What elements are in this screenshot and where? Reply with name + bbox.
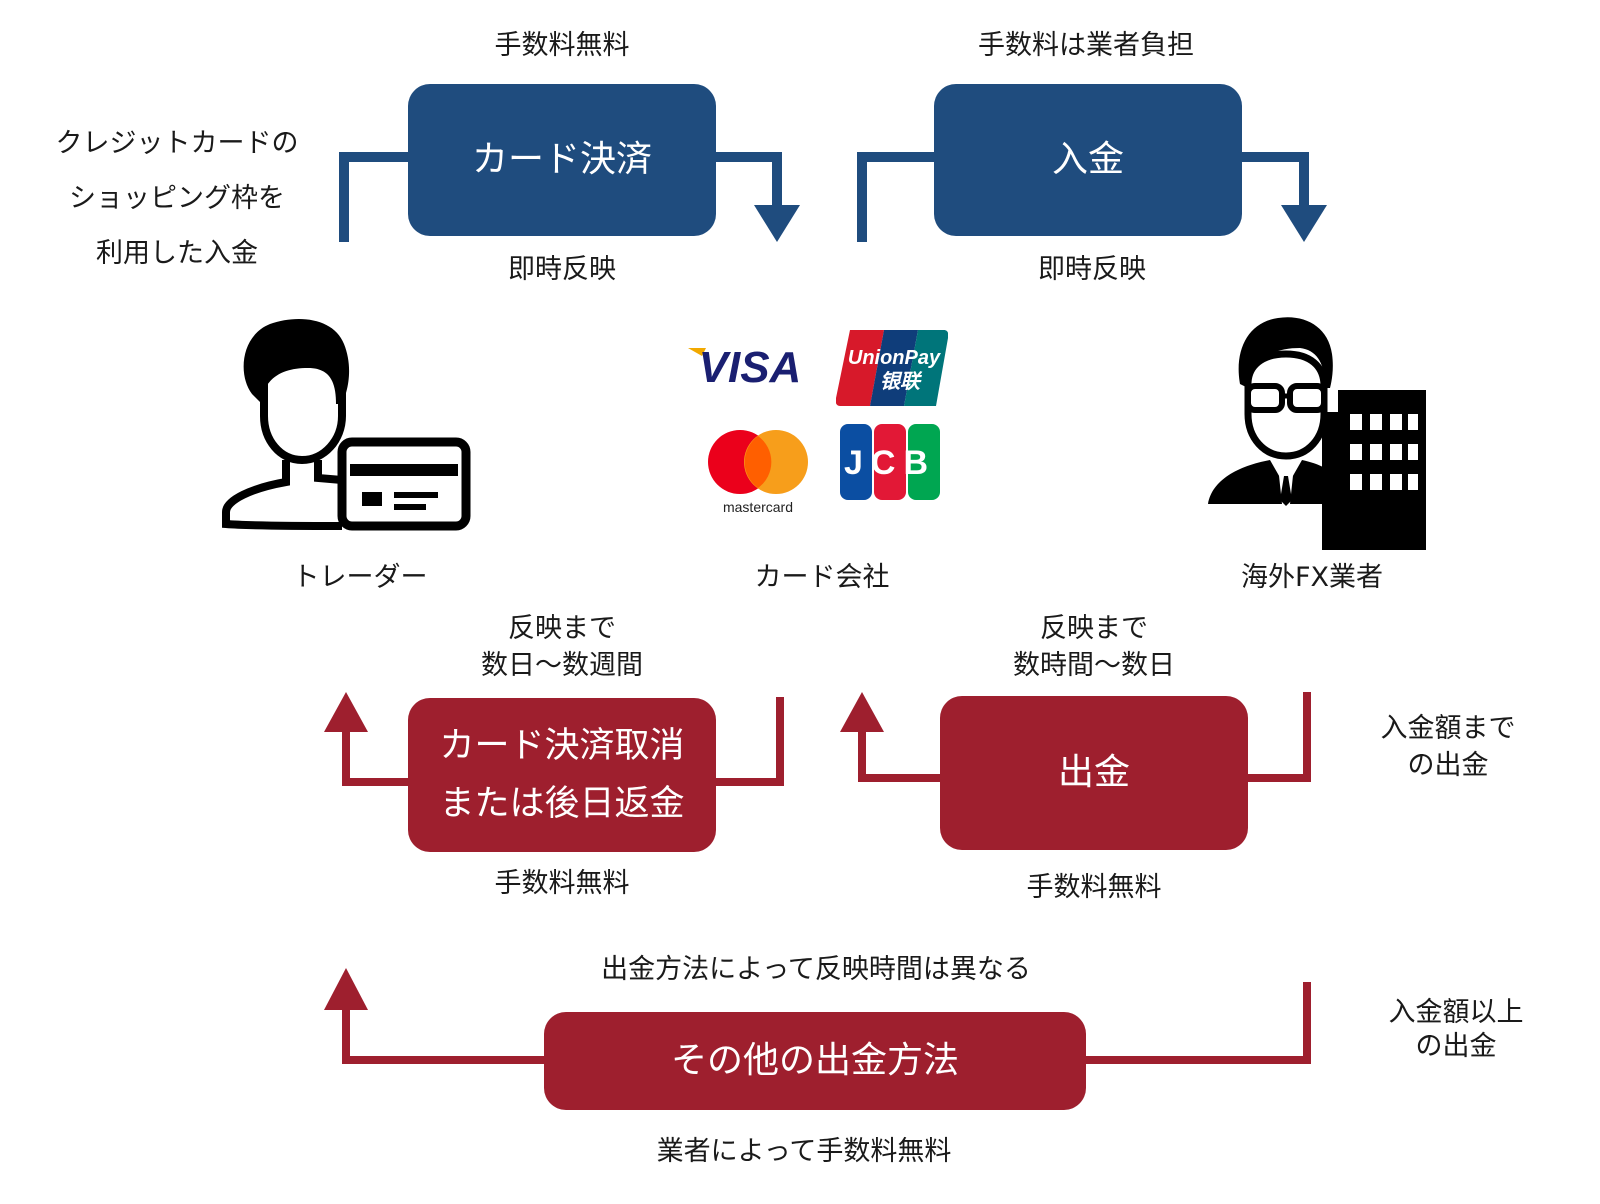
card-payment-box: カード決済 <box>408 84 716 236</box>
deposit-timing-label: 即時反映 <box>1038 254 1146 285</box>
credit-shopping-note: クレジットカードの ショッピング枠を 利用した入金 <box>42 116 312 281</box>
note-line: ショッピング枠を <box>69 183 285 214</box>
unionpay-cn-text: 银联 <box>880 369 923 393</box>
other-withdrawal-methods-box: その他の出金方法 <box>544 1012 1086 1110</box>
withdrawal-arrowhead <box>840 692 884 732</box>
refund-inflow-line <box>714 697 784 786</box>
jcb-logo-text: JCB <box>844 444 936 482</box>
timing-line: 数日〜数週間 <box>481 650 643 681</box>
deposit-outflow-line <box>1240 152 1309 212</box>
note-line: 利用した入金 <box>96 238 258 269</box>
timing-line: 反映まで <box>508 613 616 644</box>
withdrawal-limit-note: 入金額まで の出金 <box>1381 710 1516 784</box>
card-payment-inflow-line <box>339 152 410 242</box>
box-line: または後日返金 <box>439 784 685 824</box>
card-payment-timing-label: 即時反映 <box>508 254 616 285</box>
refund-outflow-line <box>342 728 408 786</box>
mastercard-logo: mastercard <box>702 426 814 518</box>
note-line: 入金額まで <box>1380 713 1516 744</box>
withdrawal-inflow-line <box>1246 692 1311 782</box>
other-methods-outflow-line <box>342 1006 544 1064</box>
deposit-box: 入金 <box>934 84 1242 236</box>
jcb-logo: JCB <box>838 424 942 500</box>
card-payment-outflow-line <box>715 152 782 212</box>
timing-line: 反映まで <box>1040 613 1148 644</box>
card-payment-fee-label: 手数料無料 <box>494 30 630 61</box>
deposit-fee-label: 手数料は業者負担 <box>978 30 1194 61</box>
other-methods-limit-note: 入金額以上 の出金 <box>1389 996 1524 1064</box>
note-line: クレジットカードの <box>55 128 299 159</box>
fx-broker-label: 海外FX業者 <box>1240 562 1384 593</box>
timing-line: 数時間〜数日 <box>1013 650 1175 681</box>
card-payment-arrowhead <box>754 205 800 242</box>
withdrawal-fee-label: 手数料無料 <box>1026 872 1162 903</box>
card-cancel-refund-box: カード決済取消 または後日返金 <box>408 698 716 852</box>
note-line: の出金 <box>1407 750 1489 781</box>
trader-with-card-icon <box>222 318 471 531</box>
refund-fee-label: 手数料無料 <box>494 868 630 899</box>
refund-timing-label: 反映まで 数日〜数週間 <box>481 610 643 684</box>
unionpay-logo: UnionPay 银联 <box>835 330 949 406</box>
withdrawal-outflow-line <box>858 728 940 782</box>
refund-arrowhead <box>324 692 368 732</box>
withdrawal-timing-label: 反映まで 数時間〜数日 <box>1013 610 1175 684</box>
other-methods-timing-label: 出金方法によって反映時間は異なる <box>601 954 1031 985</box>
unionpay-en-text: UnionPay <box>848 347 941 369</box>
other-methods-arrowhead <box>324 968 368 1010</box>
deposit-arrowhead <box>1281 205 1327 242</box>
deposit-inflow-line <box>857 152 936 242</box>
visa-logo-text: VISA <box>699 343 802 390</box>
note-line: の出金 <box>1415 1031 1497 1062</box>
withdrawal-box: 出金 <box>940 696 1248 850</box>
trader-label: トレーダー <box>292 562 428 593</box>
note-line: 入金額以上 <box>1388 997 1524 1028</box>
card-company-label: カード会社 <box>754 562 890 593</box>
fx-broker-icon <box>1208 317 1426 550</box>
box-line: カード決済取消 <box>439 726 685 766</box>
visa-logo: VISA <box>688 338 808 392</box>
mastercard-logo-text: mastercard <box>723 499 793 515</box>
other-methods-inflow-line <box>1084 982 1311 1064</box>
other-methods-fee-label: 業者によって手数料無料 <box>656 1136 952 1167</box>
